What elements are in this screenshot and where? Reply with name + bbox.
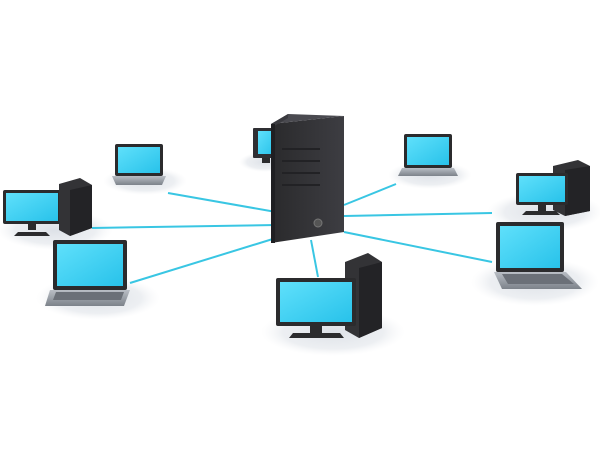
laptop-icon — [112, 144, 166, 185]
laptop-icon — [398, 134, 458, 176]
link-desktop-bottom-center — [310, 239, 319, 278]
desktop-pc-icon — [516, 160, 590, 216]
link-desktop-left — [91, 224, 277, 229]
power-button-icon — [313, 218, 323, 228]
link-desktop-right — [343, 212, 493, 217]
link-laptop-top-right — [343, 183, 397, 206]
link-laptop-top-left — [167, 192, 277, 213]
connection-lines — [91, 183, 493, 284]
server-tower-icon — [271, 114, 344, 243]
laptop-icon — [494, 222, 582, 289]
laptop-icon — [45, 240, 130, 306]
link-laptop-bottom-right — [343, 231, 493, 263]
desktop-pc-icon — [276, 253, 382, 338]
desktop-pc-icon — [3, 178, 92, 236]
link-laptop-bottom-left — [129, 237, 277, 284]
